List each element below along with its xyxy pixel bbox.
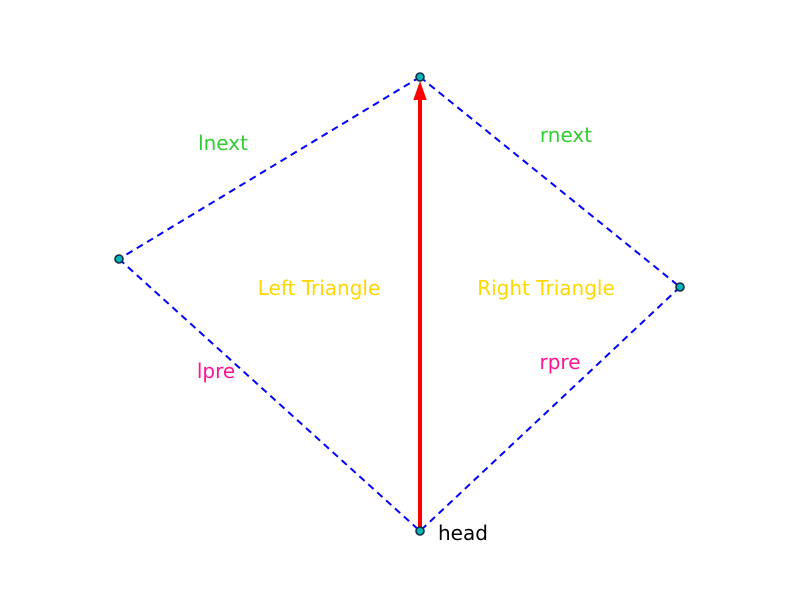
edge-label-rnext: rnext	[539, 123, 593, 147]
node-label-head: head	[438, 521, 488, 545]
edge-rpre	[419, 286, 681, 532]
edge-label-lnext: lnext	[198, 131, 248, 155]
edge-lnext	[118, 76, 421, 260]
region-label-right-triangle: Right Triangle	[477, 276, 615, 300]
edge-lpre	[118, 258, 421, 532]
node-head	[415, 526, 425, 536]
region-label-left-triangle: Left Triangle	[257, 276, 381, 300]
node-top	[415, 72, 425, 82]
node-right	[675, 282, 685, 292]
head-arrow-head-icon	[413, 81, 427, 100]
edge-label-lpre: lpre	[196, 359, 236, 383]
node-left	[114, 254, 124, 264]
edge-label-rpre: rpre	[539, 350, 581, 374]
edge-rnext	[419, 76, 681, 288]
